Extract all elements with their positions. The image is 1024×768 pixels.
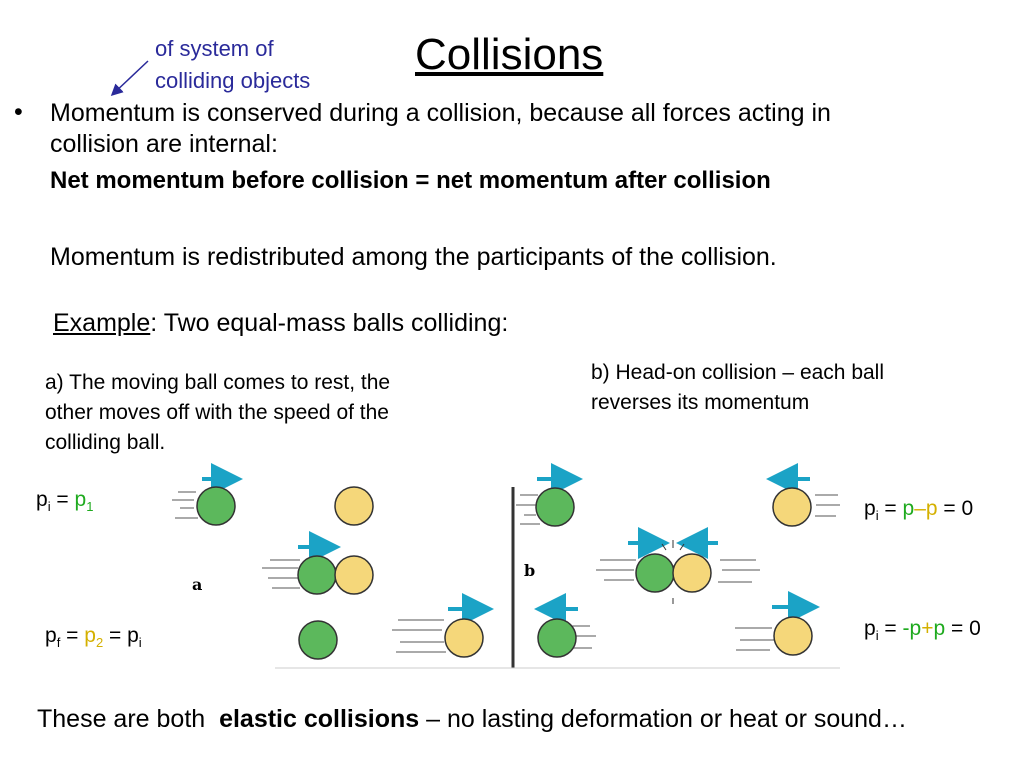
statement-line-1: Momentum is conserved during a collision… — [50, 99, 831, 127]
conservation-statement: Momentum is conserved during a collision… — [50, 98, 831, 160]
green-ball-a3 — [298, 620, 338, 660]
eq-subscript: i — [138, 635, 142, 651]
equation-a-initial: pi = p1 — [36, 488, 93, 514]
annotation-line-1: of system of — [155, 36, 274, 61]
conclusion-prefix: These are both — [37, 705, 220, 733]
eq-plus: + — [921, 617, 934, 640]
green-ball-b3 — [537, 618, 577, 658]
green-ball-a1 — [196, 486, 236, 526]
eq-symbol-green: p — [902, 497, 915, 520]
eq-symbol: p — [36, 488, 48, 511]
page-title: Collisions — [415, 30, 604, 79]
eq-symbol-green: -p — [902, 617, 922, 640]
eq-symbol: p — [45, 624, 57, 647]
green-ball-a2 — [297, 555, 337, 595]
eq-equals: = — [103, 624, 128, 647]
case-b-line-2: reverses its momentum — [591, 391, 810, 414]
case-a-caption: a) The moving ball comes to rest, the ot… — [45, 368, 390, 458]
figure-a: a — [172, 463, 494, 660]
eq-subscript-green: 1 — [86, 499, 94, 515]
figure-a-label: a — [192, 575, 202, 594]
bullet-marker: • — [14, 98, 23, 126]
eq-symbol-green: p — [74, 488, 87, 511]
eq-symbol: p — [864, 617, 876, 640]
eq-symbol-green: p — [933, 617, 946, 640]
eq-equals: = — [50, 488, 75, 511]
yellow-ball-a3 — [444, 618, 484, 658]
green-ball-b1 — [535, 487, 575, 527]
conclusion-bold: elastic collisions — [219, 705, 420, 733]
equation-b-final: pi = -p+p = 0 — [864, 617, 981, 643]
eq-subscript: f — [56, 635, 61, 651]
yellow-ball-b2 — [672, 553, 712, 593]
eq-zero: = 0 — [945, 617, 981, 640]
eq-symbol-yellow: p — [925, 497, 938, 520]
eq-minus: – — [914, 497, 926, 520]
figure-b-label: b — [524, 561, 535, 580]
redistribution-statement: Momentum is redistributed among the part… — [50, 243, 777, 271]
yellow-ball-b3 — [773, 616, 813, 656]
example-heading: Example: Two equal-mass balls colliding: — [53, 309, 508, 338]
annotation-arrow — [110, 60, 149, 97]
case-b-line-1: b) Head-on collision – each ball — [591, 361, 885, 384]
eq-subscript: i — [875, 628, 879, 644]
equation-a-final: pf = p2 = pi — [45, 624, 142, 650]
conclusion-suffix: – no lasting deformation or heat or soun… — [419, 705, 907, 733]
annotation-line-2: colliding objects — [155, 68, 311, 93]
yellow-ball-a2 — [334, 555, 374, 595]
eq-symbol: p — [864, 497, 876, 520]
case-a-line-1: a) The moving ball comes to rest, the — [45, 371, 391, 394]
case-a-line-3: colliding ball. — [45, 431, 166, 454]
green-ball-b2 — [635, 553, 675, 593]
yellow-ball-a1 — [334, 486, 374, 526]
example-text: : Two equal-mass balls colliding: — [150, 309, 509, 337]
statement-line-2: collision are internal: — [50, 130, 278, 158]
eq-equals: = — [878, 497, 903, 520]
eq-zero: = 0 — [937, 497, 974, 520]
case-b-caption: b) Head-on collision – each ball reverse… — [591, 358, 884, 418]
eq-equals: = — [60, 624, 85, 647]
annotation-note: of system of colliding objects — [155, 33, 310, 97]
conclusion: These are both elastic collisions – no l… — [37, 705, 907, 734]
bold-statement: Net momentum before collision = net mome… — [50, 167, 771, 194]
eq-equals: = — [878, 617, 903, 640]
equation-b-initial: pi = p–p = 0 — [864, 497, 973, 523]
eq-symbol-yellow: p — [84, 624, 96, 647]
eq-symbol: p — [127, 624, 139, 647]
eq-subscript: i — [47, 499, 51, 515]
impact-lines — [661, 540, 685, 604]
example-label: Example — [53, 309, 151, 337]
yellow-ball-b1 — [772, 487, 812, 527]
figure-b: b — [516, 463, 840, 658]
eq-subscript: i — [875, 508, 879, 524]
case-a-line-2: other moves off with the speed of the — [45, 401, 389, 424]
eq-subscript-yellow: 2 — [95, 635, 104, 651]
